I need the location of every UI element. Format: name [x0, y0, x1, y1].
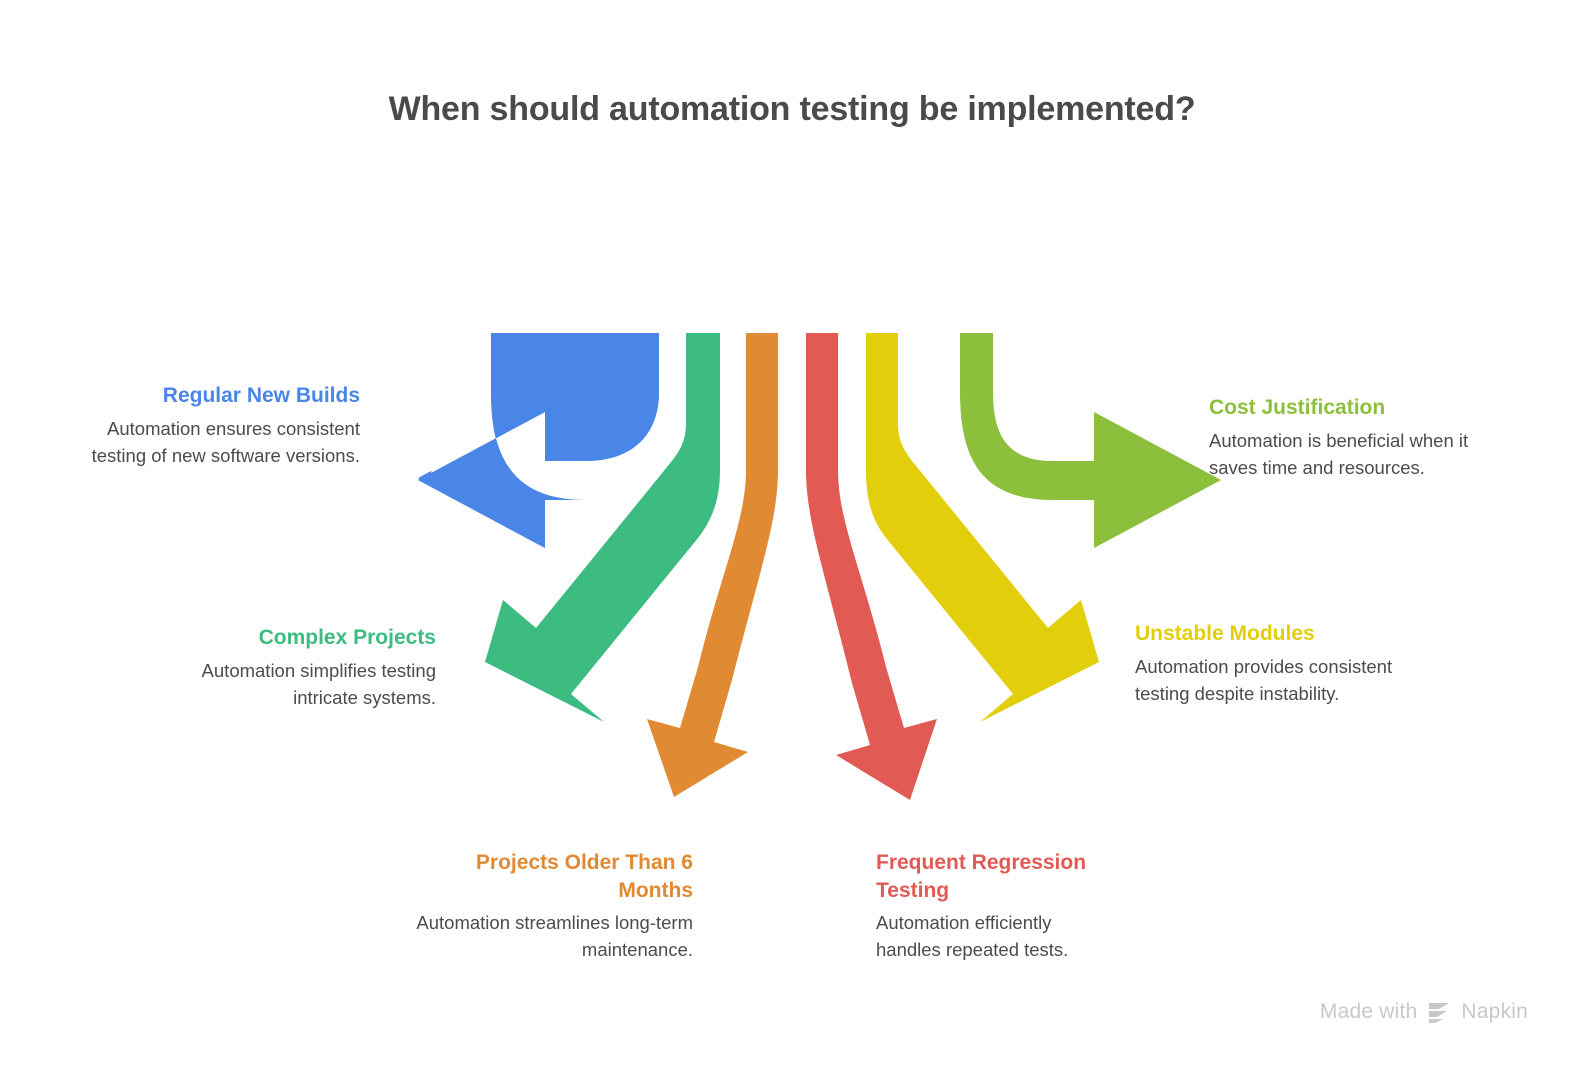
- callout-frequent-regression-testing: Frequent Regression Testing Automation e…: [876, 849, 1121, 964]
- callout-title: Cost Justification: [1209, 396, 1386, 419]
- callout-body: Automation provides consistent testing d…: [1135, 655, 1393, 704]
- callout-body: Automation is beneficial when it saves t…: [1209, 429, 1469, 478]
- arrow-cost-justification: [926, 333, 1221, 548]
- callout-unstable-modules: Unstable Modules Automation provides con…: [1135, 620, 1395, 707]
- napkin-watermark: Made with Napkin: [1320, 1000, 1528, 1024]
- arrow-complex-projects: [485, 333, 720, 722]
- callout-regular-new-builds: Regular New Builds Automation ensures co…: [60, 382, 360, 469]
- callout-body: Automation efficiently handles repeated …: [876, 912, 1069, 961]
- napkin-logo-icon: [1429, 1003, 1450, 1023]
- callout-title: Unstable Modules: [1135, 622, 1315, 645]
- watermark-prefix: Made with: [1319, 1000, 1418, 1023]
- callout-body: Automation ensures consistent testing of…: [91, 417, 360, 466]
- page-title: When should automation testing be implem…: [388, 90, 1196, 128]
- callout-title: Projects Older Than 6 Months: [475, 851, 693, 902]
- callout-cost-justification: Cost Justification Automation is benefic…: [1209, 394, 1509, 481]
- callout-projects-older-than-6-months: Projects Older Than 6 Months Automation …: [400, 849, 693, 964]
- arrow-projects-older: [647, 333, 778, 797]
- arrow-frequent-regression: [806, 333, 937, 800]
- callout-body: Automation streamlines long-term mainten…: [416, 912, 693, 961]
- callout-body: Automation simplifies testing intricate …: [201, 659, 436, 708]
- arrow-unstable-modules: [866, 333, 1099, 722]
- callout-title: Complex Projects: [258, 626, 436, 649]
- callout-title: Frequent Regression Testing: [876, 851, 1087, 902]
- callout-complex-projects: Complex Projects Automation simplifies t…: [140, 624, 436, 711]
- callout-title: Regular New Builds: [162, 384, 360, 407]
- watermark-brand: Napkin: [1461, 1000, 1528, 1023]
- arrow-regular-new-builds-final: [418, 333, 659, 548]
